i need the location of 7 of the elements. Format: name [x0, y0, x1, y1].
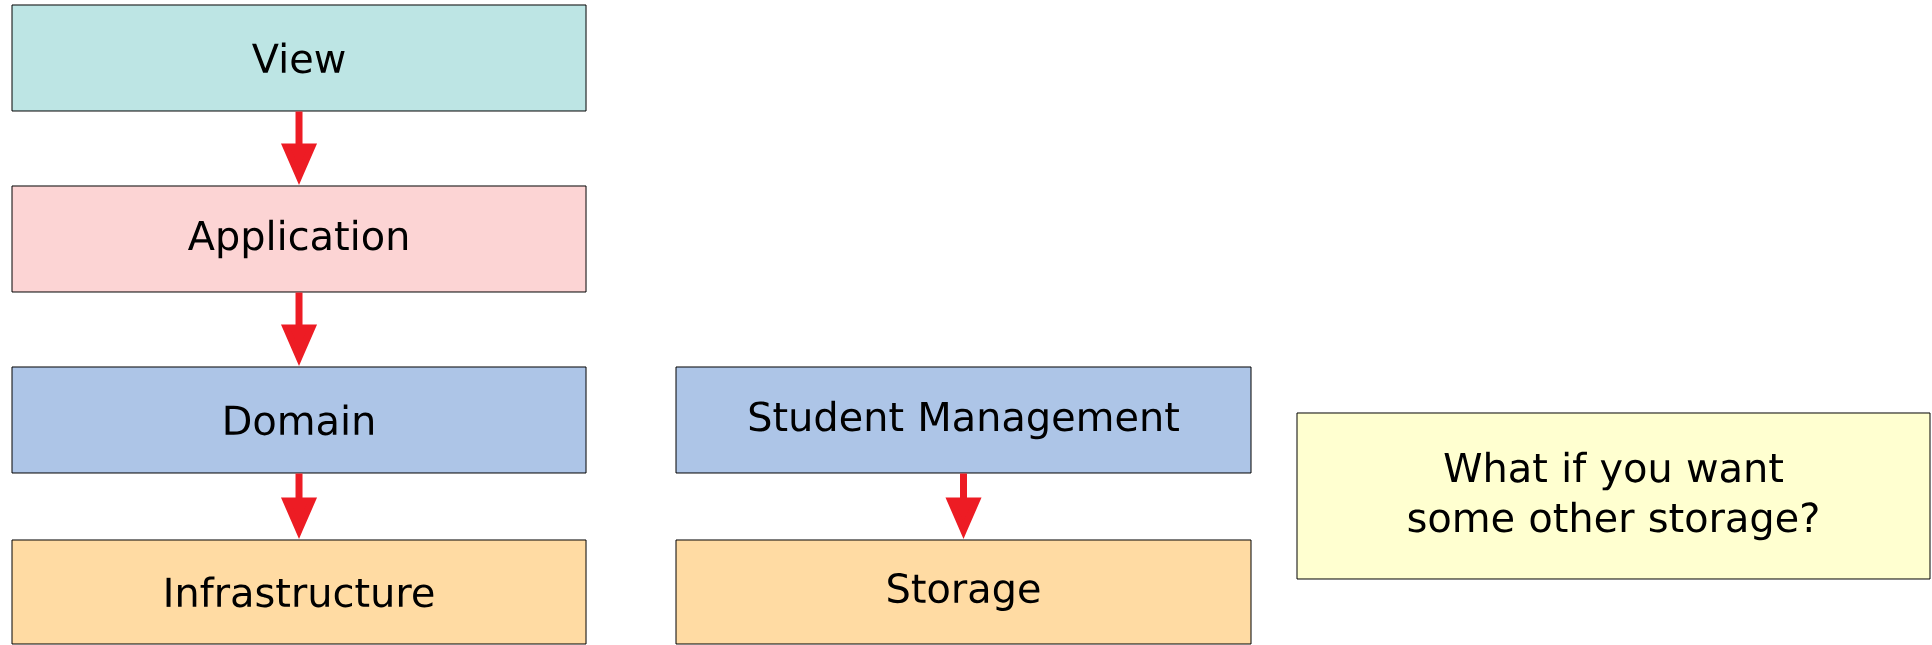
layer-box: Application	[11, 185, 587, 293]
layer-box: Infrastructure	[11, 539, 587, 645]
layer-box: Domain	[11, 366, 587, 474]
note-box: What if you want some other storage?	[1296, 412, 1931, 580]
module-box: Storage	[675, 539, 1252, 645]
layer-box: View	[11, 4, 587, 112]
module-box: Student Management	[675, 366, 1252, 474]
